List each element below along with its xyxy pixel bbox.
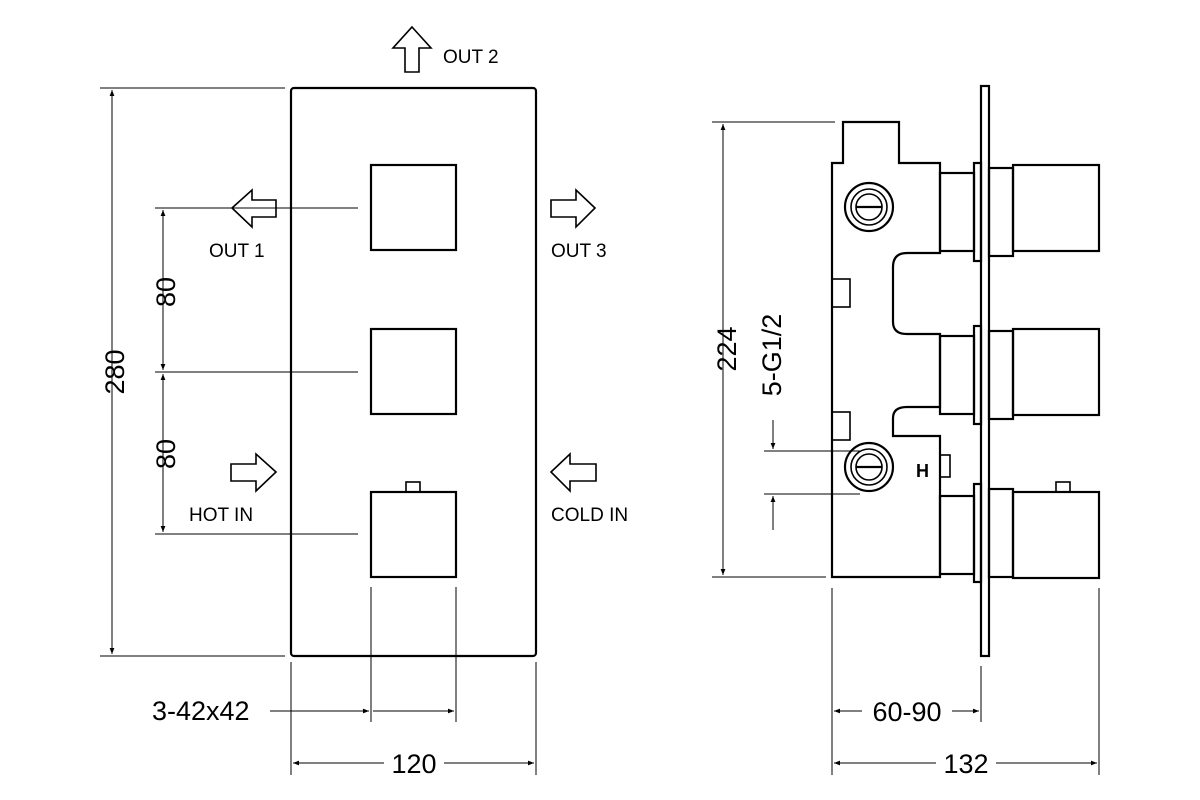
out2-arrow-icon bbox=[391, 25, 433, 73]
side-port-lower bbox=[843, 441, 895, 493]
out1-arrow-icon bbox=[230, 188, 277, 229]
dim-thread: 5-G1/2 bbox=[757, 314, 787, 397]
front-view: 280 80 80 OUT 2 OUT 1 OUT 3 HOT IN COLD … bbox=[100, 25, 628, 779]
side-tab-lower bbox=[831, 411, 851, 441]
side-spindle-middle bbox=[938, 324, 1101, 426]
side-spindle-bottom bbox=[938, 481, 1101, 584]
side-view: H 224 bbox=[712, 84, 1101, 779]
dim-120: 120 bbox=[391, 749, 436, 779]
dim-280: 280 bbox=[100, 349, 130, 394]
valve-marker-icon: H bbox=[916, 461, 929, 481]
front-knob-bottom bbox=[369, 490, 458, 579]
hot-in-arrow-icon bbox=[230, 452, 278, 493]
dim-80-bottom: 80 bbox=[151, 439, 181, 469]
label-out3: OUT 3 bbox=[551, 241, 607, 262]
cold-in-arrow-icon bbox=[549, 452, 597, 493]
dim-60-90: 60-90 bbox=[872, 697, 941, 727]
dim-224: 224 bbox=[712, 326, 742, 371]
side-tab-upper bbox=[831, 278, 851, 308]
dim-80-top: 80 bbox=[151, 277, 181, 307]
dim-132: 132 bbox=[943, 749, 988, 779]
front-knob-middle bbox=[369, 327, 458, 416]
dim-knob-size: 3-42x42 bbox=[152, 696, 250, 726]
front-knob-top bbox=[369, 163, 458, 252]
label-out2: OUT 2 bbox=[443, 47, 499, 68]
side-marker-tab bbox=[939, 454, 951, 478]
side-valve-body bbox=[830, 120, 942, 579]
label-cold-in: COLD IN bbox=[551, 505, 628, 526]
side-spindle-top bbox=[938, 161, 1101, 263]
side-wall-plate bbox=[979, 84, 991, 658]
side-port-upper bbox=[843, 181, 895, 233]
label-hot-in: HOT IN bbox=[189, 505, 253, 526]
front-knob-bottom-tab bbox=[405, 481, 421, 493]
out3-arrow-icon bbox=[550, 188, 597, 229]
label-out1: OUT 1 bbox=[209, 241, 265, 262]
